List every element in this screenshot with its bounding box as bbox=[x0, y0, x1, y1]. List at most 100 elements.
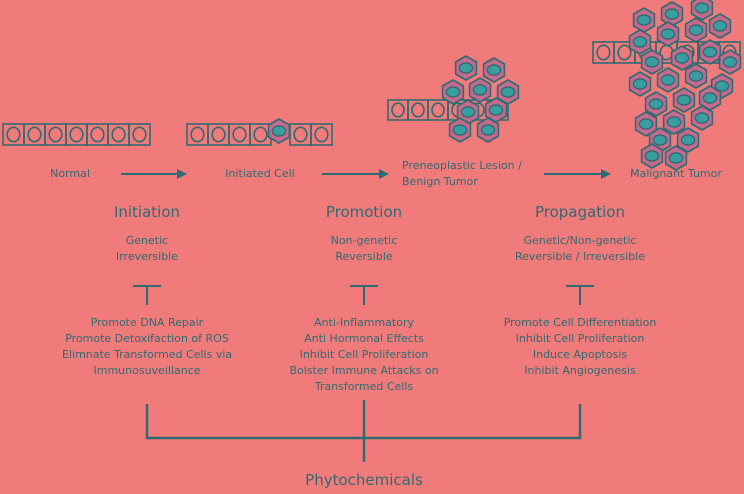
tumor-cell-nucleus bbox=[660, 74, 676, 86]
tumor-cell-nucleus bbox=[674, 52, 690, 64]
cell-nucleus bbox=[6, 126, 21, 143]
tumor-cell-nucleus bbox=[632, 78, 648, 90]
effect-item: Inhibit Cell Proliferation bbox=[515, 332, 645, 345]
stage-label-initiated-cell: Initiated Cell bbox=[225, 167, 295, 180]
cell-nucleus bbox=[232, 126, 247, 143]
effect-item: Transformed Cells bbox=[314, 380, 414, 393]
normal-cell-row bbox=[2, 123, 151, 146]
tumor-cell-nucleus bbox=[500, 86, 516, 98]
tumor-cell-nucleus bbox=[638, 118, 654, 130]
tumor-cell-nucleus bbox=[480, 124, 496, 136]
tumor-cell-nucleus bbox=[632, 36, 648, 48]
tumor-cell-nucleus bbox=[452, 124, 468, 136]
cell-nucleus bbox=[253, 126, 268, 143]
cell-nucleus bbox=[69, 126, 84, 143]
tumor-cell-nucleus bbox=[486, 64, 502, 76]
stage-label-normal: Normal bbox=[50, 167, 90, 180]
phase-desc-line: Irreversible bbox=[115, 250, 178, 263]
cell-nucleus bbox=[391, 102, 405, 118]
cell-nucleus bbox=[211, 126, 226, 143]
stage-label-malignant-tumor: Malignant Tumor bbox=[630, 167, 722, 180]
tumor-cell-nucleus bbox=[652, 134, 668, 146]
tumor-cell-nucleus bbox=[458, 62, 474, 74]
effects-initiation: Promote DNA Repair Promote Detoxifaction… bbox=[62, 315, 232, 379]
tumor-cell-nucleus bbox=[688, 70, 704, 82]
cell-nucleus bbox=[314, 126, 329, 143]
tumor-cell-nucleus bbox=[644, 150, 660, 162]
tumor-cell-nucleus bbox=[702, 92, 718, 104]
phase-desc-promotion: Non-genetic Reversible bbox=[304, 233, 424, 265]
normal-cell bbox=[310, 123, 333, 146]
stage-label-line: Benign Tumor bbox=[402, 175, 478, 188]
effect-item: Anti-Inflammatory bbox=[314, 316, 414, 329]
phase-desc-line: Non-genetic bbox=[330, 234, 398, 247]
cell-nucleus bbox=[293, 126, 308, 143]
tumor-cell-nucleus bbox=[688, 24, 704, 36]
effect-item: Immunosuveillance bbox=[93, 364, 201, 377]
effects-promotion: Anti-Inflammatory Anti Hormonal Effects … bbox=[279, 315, 449, 395]
tumor-cell-nucleus bbox=[714, 80, 730, 92]
cell-nucleus bbox=[48, 126, 63, 143]
progression-arrow-1 bbox=[121, 169, 187, 179]
effect-item: Inhibit Cell Proliferation bbox=[299, 348, 429, 361]
cell-nucleus bbox=[431, 102, 445, 118]
tumor-cell-nucleus bbox=[460, 106, 476, 118]
normal-cell bbox=[128, 123, 151, 146]
tumor-cell-nucleus bbox=[660, 28, 676, 40]
phase-desc-line: Genetic/Non-genetic bbox=[523, 234, 637, 247]
phase-title-promotion: Promotion bbox=[325, 203, 403, 221]
phase-desc-line: Reversible / Irreversible bbox=[514, 250, 646, 263]
tumor-cell-nucleus bbox=[271, 125, 287, 137]
inhibition-symbol-propagation bbox=[566, 285, 594, 305]
inhibition-symbol-initiation bbox=[133, 285, 161, 305]
tumor-cell-nucleus bbox=[445, 86, 461, 98]
cell-nucleus bbox=[90, 126, 105, 143]
effect-item: Bolster Immune Attacks on bbox=[289, 364, 439, 377]
tumor-cell-nucleus bbox=[676, 94, 692, 106]
cell-nucleus bbox=[617, 44, 632, 61]
cell-nucleus bbox=[27, 126, 42, 143]
malignant-tumor-cells bbox=[592, 0, 742, 171]
effect-item: Elimnate Transformed Cells via bbox=[62, 348, 233, 361]
effect-item: Anti Hormonal Effects bbox=[304, 332, 424, 345]
tumor-cell-nucleus bbox=[680, 134, 696, 146]
phase-title-propagation: Propagation bbox=[535, 203, 625, 221]
stage-label-line: Preneoplastic Lesion / bbox=[402, 159, 522, 172]
initiated-cell-row bbox=[186, 118, 333, 146]
cell-nucleus bbox=[111, 126, 126, 143]
tumor-cell-nucleus bbox=[666, 116, 682, 128]
tumor-cell-nucleus bbox=[644, 56, 660, 68]
cell-nucleus bbox=[132, 126, 147, 143]
effects-propagation: Promote Cell Differentiation Inhibit Cel… bbox=[490, 315, 670, 379]
phytochemicals-label: Phytochemicals bbox=[305, 471, 423, 489]
effect-item: Promote Detoxifaction of ROS bbox=[65, 332, 229, 345]
cell-nucleus bbox=[411, 102, 425, 118]
inhibition-symbol-promotion bbox=[350, 285, 378, 305]
stage-label-preneoplastic-lesion: Preneoplastic Lesion / Benign Tumor bbox=[402, 158, 542, 190]
effect-item: Promote Cell Differentiation bbox=[503, 316, 657, 329]
phase-desc-propagation: Genetic/Non-genetic Reversible / Irrever… bbox=[500, 233, 660, 265]
tumor-cell-nucleus bbox=[488, 104, 504, 116]
preneoplastic-lesion-cells bbox=[387, 55, 520, 143]
phase-desc-line: Genetic bbox=[125, 234, 169, 247]
tumor-cell-nucleus bbox=[694, 2, 710, 14]
cell-nucleus bbox=[596, 44, 611, 61]
tumor-cell-nucleus bbox=[648, 98, 664, 110]
tumor-cell-nucleus bbox=[694, 112, 710, 124]
progression-arrow-3 bbox=[544, 169, 611, 179]
effect-item: Inhibit Angiogenesis bbox=[524, 364, 636, 377]
phytochemicals-bracket bbox=[145, 400, 582, 462]
progression-arrow-2 bbox=[322, 169, 389, 179]
phase-desc-line: Reversible bbox=[335, 250, 393, 263]
tumor-cell-nucleus bbox=[702, 46, 718, 58]
cell-nucleus bbox=[190, 126, 205, 143]
tumor-cell-nucleus bbox=[636, 14, 652, 26]
effect-item: Promote DNA Repair bbox=[90, 316, 204, 329]
tumor-cell-nucleus bbox=[722, 56, 738, 68]
effect-item: Induce Apoptosis bbox=[532, 348, 628, 361]
tumor-cell-nucleus bbox=[472, 84, 488, 96]
phase-desc-initiation: Genetic Irreversible bbox=[87, 233, 207, 265]
tumor-cell-nucleus bbox=[668, 152, 684, 164]
